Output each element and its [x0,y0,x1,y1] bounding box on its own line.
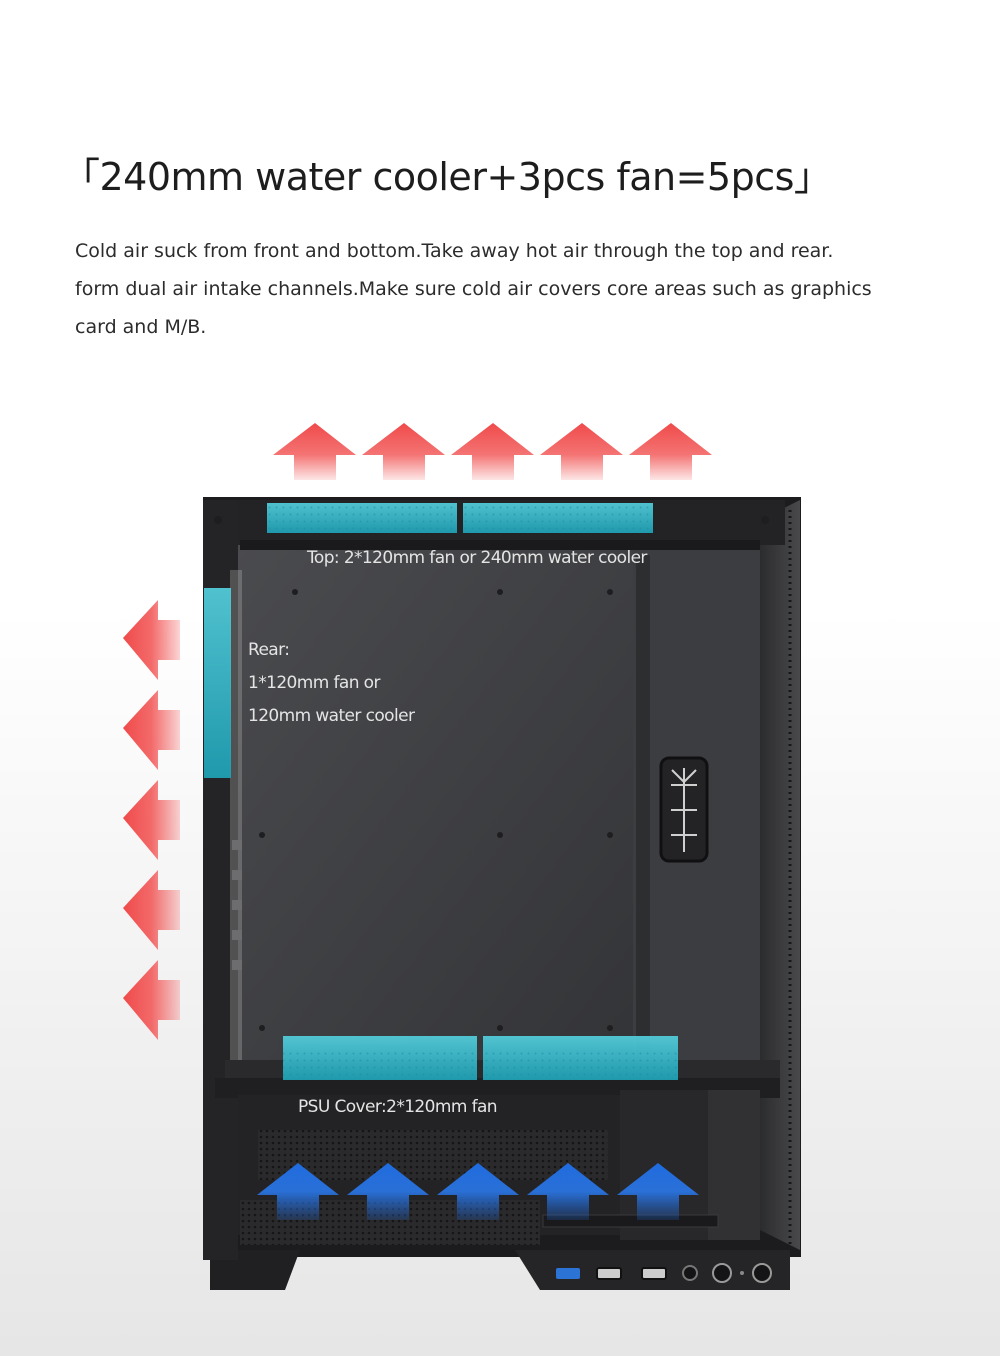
left-arrow-icon [123,960,180,1040]
up-arrow-icon [629,423,712,480]
left-arrow-icon [123,780,180,860]
up-arrow-icon [540,423,623,480]
up-arrow-icon [257,1163,339,1220]
up-arrow-icon [273,423,356,480]
description-line-2: form dual air intake channels.Make sure … [75,278,872,300]
heading-description: Cold air suck from front and bottom.Take… [75,232,905,346]
up-arrow-icon [347,1163,429,1220]
description-line-1: Cold air suck from front and bottom.Take… [75,240,834,262]
left-arrow-icon [123,600,180,680]
up-arrow-icon [617,1163,699,1220]
left-arrow-icon [123,870,180,950]
description-line-3: card and M/B. [75,316,207,338]
rear-fan-label: Rear: 1*120mm fan or 120mm water cooler [248,634,415,733]
top-fan-label: Top: 2*120mm fan or 240mm water cooler [307,548,647,568]
rear-exhaust-arrows [123,600,180,1040]
bottom-intake-arrows [257,1163,699,1220]
rear-label-line-1: Rear: [248,640,290,660]
left-arrow-icon [123,690,180,770]
top-exhaust-arrows [273,423,712,480]
heading-title: 「240mm water cooler+3pcs fan=5pcs」 [62,155,832,199]
up-arrow-icon [527,1163,609,1220]
psu-cover-fan-label: PSU Cover:2*120mm fan [298,1097,498,1117]
up-arrow-icon [451,423,534,480]
rear-label-line-3: 120mm water cooler [248,706,415,726]
rear-label-line-2: 1*120mm fan or [248,673,380,693]
up-arrow-icon [437,1163,519,1220]
up-arrow-icon [362,423,445,480]
